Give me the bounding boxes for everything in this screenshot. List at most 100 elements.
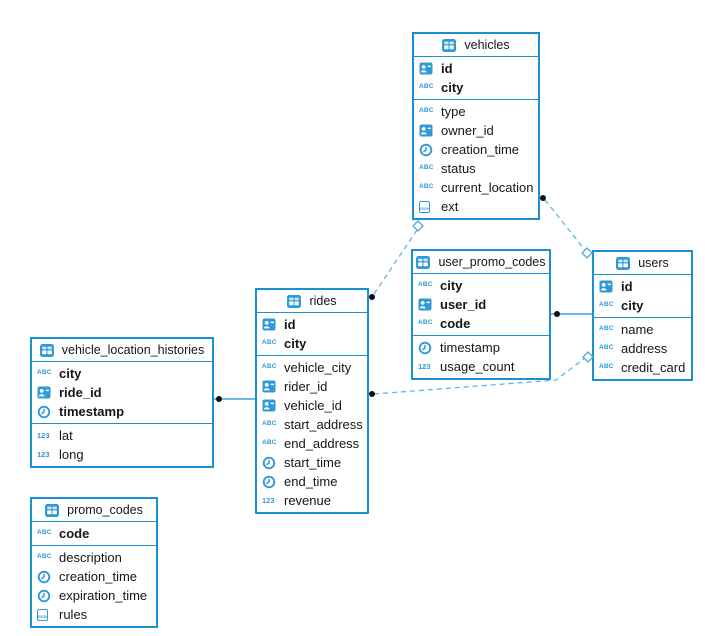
id-icon bbox=[37, 386, 55, 399]
column-user_id[interactable]: user_id bbox=[413, 295, 549, 314]
column-status[interactable]: ABC status bbox=[414, 159, 538, 178]
column-label: timestamp bbox=[59, 404, 125, 419]
text-icon: ABC bbox=[599, 345, 617, 352]
column-label: end_time bbox=[284, 474, 338, 489]
number-icon: 123 bbox=[418, 363, 436, 371]
column-label: rules bbox=[59, 607, 88, 622]
table-title: users bbox=[638, 256, 669, 270]
column-id[interactable]: id bbox=[257, 315, 367, 334]
connector-user_promo_codes-users[interactable] bbox=[551, 311, 592, 317]
id-icon bbox=[418, 298, 436, 311]
column-start_time[interactable]: start_time bbox=[257, 453, 367, 472]
column-revenue[interactable]: 123 revenue bbox=[257, 491, 367, 510]
text-type-glyph: ABC bbox=[599, 301, 614, 309]
table-header-user_promo_codes[interactable]: user_promo_codes bbox=[413, 251, 549, 274]
column-id[interactable]: id bbox=[414, 59, 538, 78]
column-timestamp[interactable]: timestamp bbox=[413, 338, 549, 357]
json-type-glyph: JSON bbox=[419, 200, 430, 213]
column-vehicle_id[interactable]: vehicle_id bbox=[257, 396, 367, 415]
text-type-glyph: ABC bbox=[599, 363, 614, 371]
column-label: city bbox=[284, 336, 307, 351]
column-expiration_time[interactable]: expiration_time bbox=[32, 586, 156, 605]
text-type-glyph: ABC bbox=[419, 164, 434, 172]
column-label: owner_id bbox=[441, 123, 494, 138]
table-icon bbox=[39, 343, 58, 357]
dot-endpoint bbox=[369, 391, 375, 397]
table-title: vehicle_location_histories bbox=[61, 343, 205, 357]
dot-endpoint bbox=[216, 396, 222, 402]
table-header-promo_codes[interactable]: promo_codes bbox=[32, 499, 156, 522]
dot-endpoint bbox=[554, 311, 560, 317]
table-header-users[interactable]: users bbox=[594, 252, 691, 275]
column-end_time[interactable]: end_time bbox=[257, 472, 367, 491]
table-header-vehicle_location_histories[interactable]: vehicle_location_histories bbox=[32, 339, 212, 362]
text-icon: ABC bbox=[37, 370, 55, 377]
text-type-glyph: ABC bbox=[418, 319, 433, 327]
text-icon: ABC bbox=[419, 165, 437, 172]
column-label: creation_time bbox=[441, 142, 520, 157]
column-label: code bbox=[59, 526, 90, 541]
clock-icon bbox=[418, 341, 436, 355]
json-icon: JSON bbox=[419, 200, 437, 213]
clock-icon bbox=[262, 456, 280, 470]
column-creation_time[interactable]: creation_time bbox=[414, 140, 538, 159]
column-owner_id[interactable]: owner_id bbox=[414, 121, 538, 140]
column-label: city bbox=[441, 80, 464, 95]
column-id[interactable]: id bbox=[594, 277, 691, 296]
column-credit_card[interactable]: ABC credit_card bbox=[594, 358, 691, 377]
column-label: lat bbox=[59, 428, 73, 443]
column-label: credit_card bbox=[621, 360, 686, 375]
column-label: address bbox=[621, 341, 668, 356]
column-label: name bbox=[621, 322, 654, 337]
diamond-endpoint bbox=[412, 220, 424, 232]
column-creation_time[interactable]: creation_time bbox=[32, 567, 156, 586]
column-rider_id[interactable]: rider_id bbox=[257, 377, 367, 396]
table-header-rides[interactable]: rides bbox=[257, 290, 367, 313]
number-icon: 123 bbox=[262, 497, 280, 505]
column-label: revenue bbox=[284, 493, 331, 508]
connector-vehicle_location_histories-rides[interactable] bbox=[214, 396, 255, 402]
column-timestamp[interactable]: timestamp bbox=[32, 402, 212, 421]
column-city[interactable]: ABC city bbox=[257, 334, 367, 353]
column-address[interactable]: ABC address bbox=[594, 339, 691, 358]
text-icon: ABC bbox=[262, 340, 280, 347]
clock-icon bbox=[37, 570, 55, 584]
table-header-vehicles[interactable]: vehicles bbox=[414, 34, 538, 57]
table-title: promo_codes bbox=[67, 503, 143, 517]
column-label: status bbox=[441, 161, 476, 176]
column-label: timestamp bbox=[440, 340, 500, 355]
id-icon bbox=[262, 380, 280, 393]
column-ride_id[interactable]: ride_id bbox=[32, 383, 212, 402]
column-label: type bbox=[441, 104, 466, 119]
table-icon bbox=[416, 255, 434, 269]
